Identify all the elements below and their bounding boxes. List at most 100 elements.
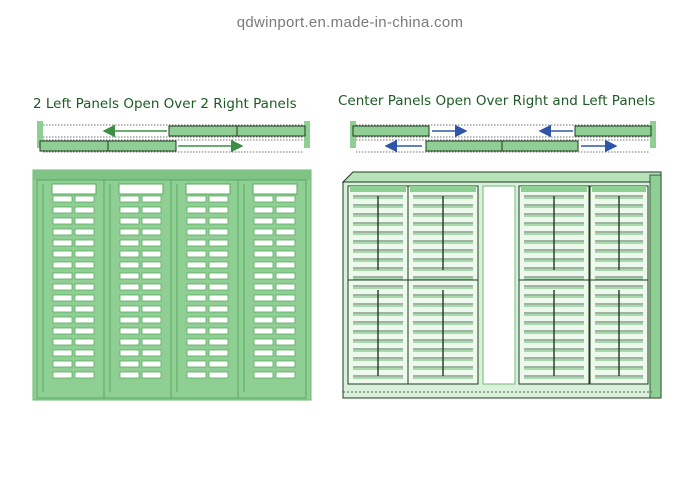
right-diagram-caption: Center Panels Open Over Right and Left P… — [338, 93, 656, 109]
louver-slat — [141, 261, 162, 269]
louver-slat — [119, 294, 140, 302]
louver-slat — [141, 206, 162, 214]
louver-slat — [74, 195, 95, 203]
louver-slat — [186, 294, 207, 302]
louver-slat — [52, 349, 73, 357]
louver-slat — [253, 371, 274, 379]
louver-slat — [253, 360, 274, 368]
louver-slat — [253, 228, 274, 236]
louver-slat — [275, 327, 296, 335]
louver-slat — [208, 228, 229, 236]
louver-slat — [141, 338, 162, 346]
louver-slat — [253, 283, 274, 291]
shutter-panel — [103, 179, 173, 399]
louver-slat — [74, 349, 95, 357]
shutter-panel — [237, 179, 307, 399]
louver-slat — [52, 283, 73, 291]
right-track-plan — [350, 121, 656, 153]
shutter-panel — [347, 185, 409, 385]
left-track-plan — [37, 121, 310, 153]
louver-slat — [52, 360, 73, 368]
louver-slat — [253, 195, 274, 203]
louver-slat — [74, 371, 95, 379]
louver-slat — [141, 195, 162, 203]
louver-slat — [52, 250, 73, 258]
louver-slat — [186, 195, 207, 203]
louver-slat — [253, 327, 274, 335]
louver-slat — [119, 371, 140, 379]
louver-slat — [186, 239, 207, 247]
louver-slat — [141, 228, 162, 236]
louver-slat — [52, 294, 73, 302]
louver-slat — [141, 294, 162, 302]
louver-slat — [74, 228, 95, 236]
louver-slat — [52, 371, 73, 379]
louver-slat — [119, 360, 140, 368]
louver-slat — [74, 327, 95, 335]
louver-slat — [74, 294, 95, 302]
louver-slat — [74, 261, 95, 269]
louver-slat — [253, 349, 274, 357]
louver-slat — [208, 360, 229, 368]
louver-slat — [186, 360, 207, 368]
left-shutter-illustration — [32, 169, 312, 401]
louver-slat — [208, 206, 229, 214]
louver-slat — [141, 327, 162, 335]
louver-slat — [74, 250, 95, 258]
louver-slat — [186, 250, 207, 258]
louver-slat — [119, 349, 140, 357]
louver-slat — [52, 206, 73, 214]
louver-slat — [275, 261, 296, 269]
louver-slat — [74, 360, 95, 368]
louver-slat — [208, 294, 229, 302]
louver-slat — [275, 349, 296, 357]
shutter-panel — [518, 185, 590, 385]
right-shutter-illustration — [341, 171, 662, 399]
shutter-panel — [170, 179, 240, 399]
louver-slat — [208, 250, 229, 258]
shutter-panel — [589, 185, 649, 385]
louver-slat — [275, 316, 296, 324]
louver-slat — [208, 239, 229, 247]
louver-slat — [275, 338, 296, 346]
louver-slat — [52, 272, 73, 280]
louver-slat — [119, 316, 140, 324]
louver-slat — [52, 195, 73, 203]
louver-slat — [119, 228, 140, 236]
louver-slat — [208, 195, 229, 203]
louver-slat — [275, 272, 296, 280]
louver-slat — [253, 239, 274, 247]
louver-slat — [74, 283, 95, 291]
louver-slat — [275, 250, 296, 258]
shutter-panel — [407, 185, 479, 385]
louver-slat — [141, 239, 162, 247]
louver-slat — [52, 217, 73, 225]
louver-slat — [275, 228, 296, 236]
louver-slat — [119, 217, 140, 225]
louver-slat — [186, 272, 207, 280]
louver-slat — [186, 228, 207, 236]
louver-slat — [52, 327, 73, 335]
watermark-text: qdwinport.en.made-in-china.com — [236, 14, 464, 31]
louver-slat — [253, 217, 274, 225]
louver-slat — [275, 217, 296, 225]
louver-slat — [74, 272, 95, 280]
louver-slat — [208, 272, 229, 280]
louver-slat — [208, 217, 229, 225]
louver-slat — [186, 349, 207, 357]
louver-slat — [275, 371, 296, 379]
louver-slat — [253, 250, 274, 258]
louver-slat — [208, 371, 229, 379]
louver-slat — [141, 371, 162, 379]
louver-slat — [208, 327, 229, 335]
shutter-panel — [36, 179, 106, 399]
louver-slat — [208, 283, 229, 291]
louver-slat — [52, 261, 73, 269]
louver-slat — [208, 338, 229, 346]
louver-slat — [74, 206, 95, 214]
louver-slat — [141, 305, 162, 313]
louver-slat — [275, 360, 296, 368]
louver-slat — [253, 272, 274, 280]
louver-slat — [52, 228, 73, 236]
